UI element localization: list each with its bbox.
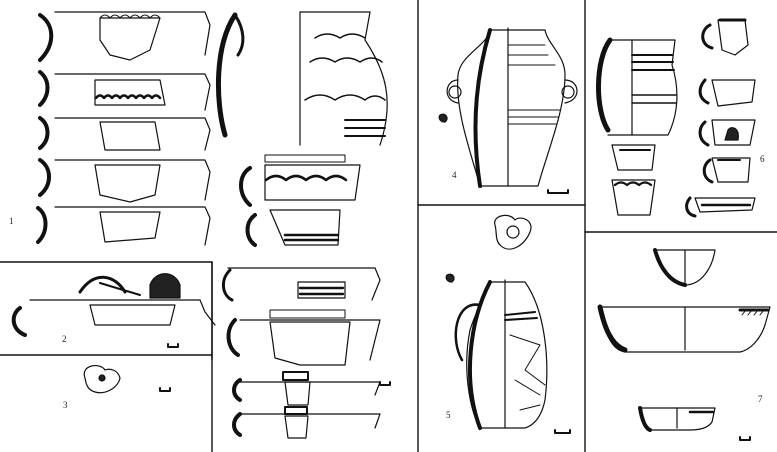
figure-7-bowls (597, 248, 771, 432)
figure-number-1: 1 (9, 216, 14, 226)
scale-bars (159, 189, 751, 441)
figure-number-6: 6 (760, 154, 765, 164)
figure-2-bowl-with-handle (11, 273, 216, 337)
figure-4-amphora (438, 27, 578, 188)
figure-number-7: 7 (758, 394, 763, 404)
figure-number-5: 5 (446, 410, 451, 420)
figure-5-jug (445, 214, 548, 430)
jar-profile-and-fragments (215, 11, 388, 439)
figure-6-small-vessels (596, 18, 756, 218)
figure-numbers: 1 2 3 4 5 6 7 (9, 154, 765, 420)
figure-3-spout (83, 364, 121, 394)
figure-number-4: 4 (452, 170, 457, 180)
figure-number-2: 2 (62, 334, 67, 344)
figure-1-rim-fragments (36, 11, 211, 246)
figure-number-3: 3 (63, 400, 68, 410)
